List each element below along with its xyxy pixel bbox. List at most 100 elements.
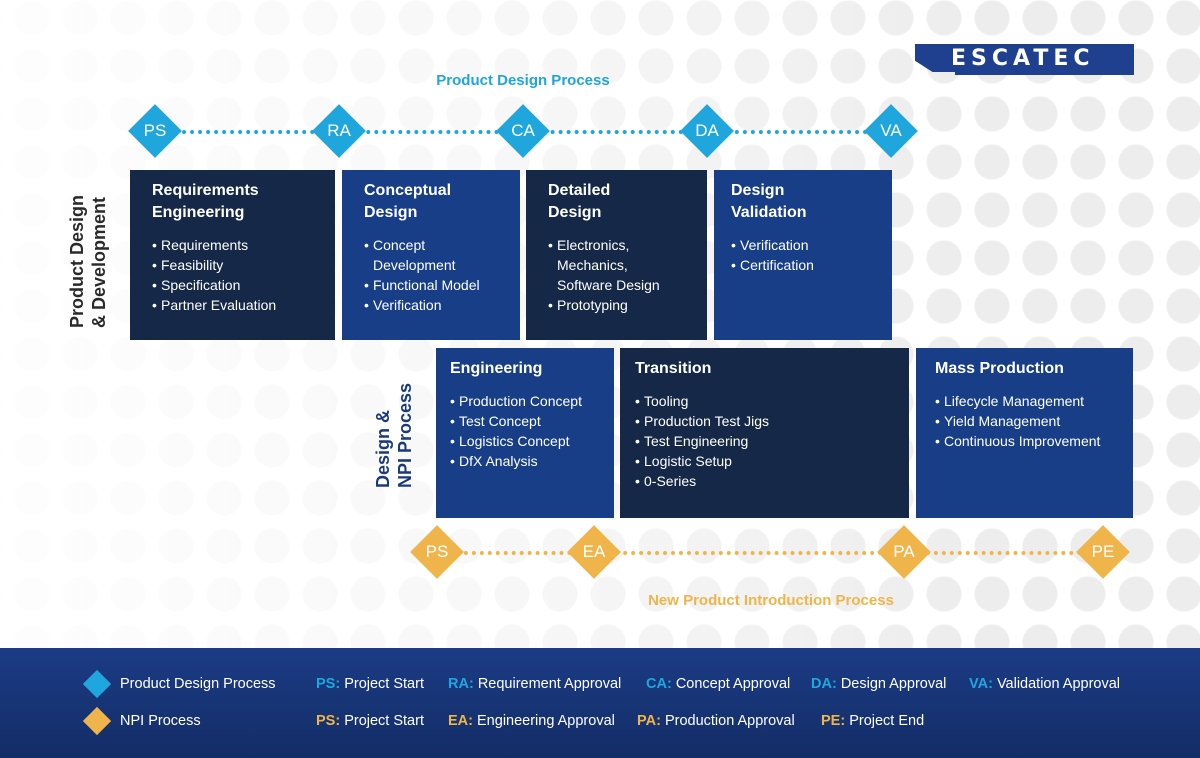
product-design-side-label: Product Design & Development — [67, 194, 109, 328]
legend-desc: Requirement Approval — [477, 676, 622, 692]
phase-item: Prototyping — [548, 295, 691, 315]
npi-process-title: New Product Introduction Process — [648, 592, 894, 609]
legend-panel: Product Design Process NPI Process PS: P… — [0, 648, 1200, 758]
milestone-label: PE — [1091, 542, 1115, 561]
legend-abbr: PE: — [821, 713, 846, 729]
phase-title: Design Validation — [731, 182, 807, 221]
legend-abbr: PA: — [637, 713, 661, 729]
pdp-milestone-diamond: VA — [864, 104, 918, 158]
phase-box-detailed-design: Detailed Design Electronics, Mechanics, … — [526, 170, 707, 340]
phase-item: Tooling — [635, 391, 893, 411]
legend-npi-entry: PE: Project End — [821, 713, 924, 729]
phase-item: Logistic Setup — [635, 451, 893, 471]
phase-box-transition: Transition Tooling Production Test Jigs … — [620, 348, 909, 518]
phase-title: Engineering — [450, 360, 543, 377]
phase-items: Lifecycle Management Yield Management Co… — [935, 391, 1117, 451]
phase-item: DfX Analysis — [450, 451, 598, 471]
logo-underline — [955, 72, 1134, 75]
legend-desc: Project Start — [344, 676, 424, 692]
npi-milestone-diamond: EA — [567, 525, 621, 579]
phase-title: Conceptual Design — [364, 182, 452, 221]
milestone-label: RA — [327, 121, 351, 140]
phase-item: Functional Model — [364, 275, 504, 295]
phase-items: Requirements Feasibility Specification P… — [152, 235, 319, 315]
legend-npi-entry: PS: Project Start — [316, 713, 424, 729]
legend-desc: Project End — [849, 713, 925, 729]
pdp-milestone-diamond: RA — [312, 104, 366, 158]
phase-box-requirements-engineering: Requirements Engineering Requirements Fe… — [130, 170, 335, 340]
npi-milestone-diamond: PA — [877, 525, 931, 579]
legend-abbr: PS: — [316, 713, 341, 729]
product-design-process-title: Product Design Process — [436, 72, 610, 89]
phase-item: Verification — [731, 235, 876, 255]
phase-item: Test Engineering — [635, 431, 893, 451]
pdp-milestone-diamond: PS — [128, 104, 182, 158]
npi-dotted-line — [440, 551, 1106, 555]
phase-box-engineering: Engineering Production Concept Test Conc… — [436, 348, 614, 518]
phase-item: Lifecycle Management — [935, 391, 1117, 411]
phase-item: Electronics, Mechanics, Software Design — [548, 235, 691, 295]
phase-item: Production Concept — [450, 391, 598, 411]
legend-abbr: PS: — [316, 676, 341, 692]
npi-side-label: Design & NPI Process — [373, 382, 415, 488]
phase-item: Verification — [364, 295, 504, 315]
phase-title: Transition — [635, 360, 712, 377]
phase-title: Mass Production — [935, 360, 1064, 377]
legend-pdp-entry: PS: Project Start — [316, 676, 424, 692]
phase-item: Yield Management — [935, 411, 1117, 431]
yellow-diamond-icon — [82, 706, 112, 736]
phase-box-mass-production: Mass Production Lifecycle Management Yie… — [916, 348, 1133, 518]
phase-item: Continuous Improvement — [935, 431, 1117, 451]
legend-abbr: EA: — [448, 713, 473, 729]
milestone-label: PS — [143, 121, 167, 140]
legend-desc: Design Approval — [840, 676, 947, 692]
legend-desc: Concept Approval — [675, 676, 791, 692]
milestone-label: VA — [880, 121, 902, 140]
legend-npi-entry: PA: Production Approval — [637, 713, 795, 729]
phase-box-conceptual-design: Conceptual Design Concept Development Fu… — [342, 170, 520, 340]
milestone-label: EA — [582, 542, 606, 561]
milestone-label: DA — [695, 121, 719, 140]
phase-items: Electronics, Mechanics, Software Design … — [548, 235, 691, 315]
phase-box-design-validation: Design Validation Verification Certifica… — [714, 170, 892, 340]
legend-pdp-entry: CA: Concept Approval — [646, 676, 790, 692]
phase-title: Requirements Engineering — [152, 182, 259, 221]
legend-pdp-entry: RA: Requirement Approval — [448, 676, 621, 692]
legend-pdp-label: Product Design Process — [120, 676, 276, 692]
legend-desc: Production Approval — [664, 713, 795, 729]
phase-items: Verification Certification — [731, 235, 876, 275]
logo-text: ESCATEC — [951, 46, 1095, 71]
milestone-label: PA — [893, 542, 915, 561]
phase-title: Detailed Design — [548, 182, 611, 221]
phase-item: Feasibility — [152, 255, 319, 275]
milestone-label: CA — [511, 121, 535, 140]
phase-item: 0-Series — [635, 471, 893, 491]
phase-item: Specification — [152, 275, 319, 295]
legend-desc: Engineering Approval — [477, 713, 615, 729]
legend-abbr: CA: — [646, 676, 672, 692]
phase-item: Concept Development — [364, 235, 504, 275]
phase-item: Logistics Concept — [450, 431, 598, 451]
phase-item: Partner Evaluation — [152, 295, 319, 315]
phase-item: Test Concept — [450, 411, 598, 431]
pdp-milestone-diamond: CA — [496, 104, 550, 158]
phase-item: Requirements — [152, 235, 319, 255]
blue-diamond-icon — [82, 669, 112, 699]
phase-item: Certification — [731, 255, 876, 275]
pdp-milestone-diamond: DA — [680, 104, 734, 158]
legend-abbr: VA: — [969, 676, 993, 692]
milestone-label: PS — [425, 542, 449, 561]
phase-items: Tooling Production Test Jigs Test Engine… — [635, 391, 893, 491]
legend-desc: Validation Approval — [996, 676, 1121, 692]
phase-items: Production Concept Test Concept Logistic… — [450, 391, 598, 471]
legend-desc: Project Start — [344, 713, 424, 729]
npi-milestone-diamond: PE — [1076, 525, 1130, 579]
legend-abbr: DA: — [811, 676, 837, 692]
legend-pdp-entry: DA: Design Approval — [811, 676, 946, 692]
phase-items: Concept Development Functional Model Ver… — [364, 235, 504, 315]
npi-milestone-diamond: PS — [410, 525, 464, 579]
legend-pdp-entry: VA: Validation Approval — [969, 676, 1120, 692]
escatec-logo: ESCATEC — [915, 44, 1134, 75]
legend-npi-label: NPI Process — [120, 713, 201, 729]
logo-band — [915, 44, 1134, 72]
